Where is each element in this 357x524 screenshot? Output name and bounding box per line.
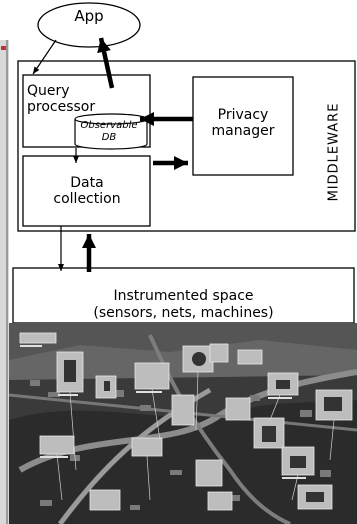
instrumented-city-photo [9, 323, 357, 524]
page-edge-strip [0, 40, 9, 524]
app-label: App [74, 7, 104, 25]
query-to-app-arrow [97, 37, 115, 89]
instrumented-space-box [12, 267, 355, 324]
app-to-query-arrow [32, 39, 57, 75]
data-collection-label: Data collection [53, 175, 121, 208]
data-collection-box [22, 155, 151, 227]
page-edge-line [6, 40, 8, 524]
city-aerial-image [9, 323, 357, 524]
page-edge-marker [1, 46, 6, 50]
observable-db-label: Observable DB [80, 120, 138, 143]
middleware-label: MIDDLEWARE [326, 102, 342, 202]
query-processor-label: Query processor [27, 83, 96, 116]
privacy-manager-box [192, 76, 294, 176]
privacy-manager-label: Privacy manager [211, 107, 275, 140]
instrumented-space-label: Instrumented space (sensors, nets, machi… [93, 288, 274, 321]
app-node [37, 2, 141, 48]
